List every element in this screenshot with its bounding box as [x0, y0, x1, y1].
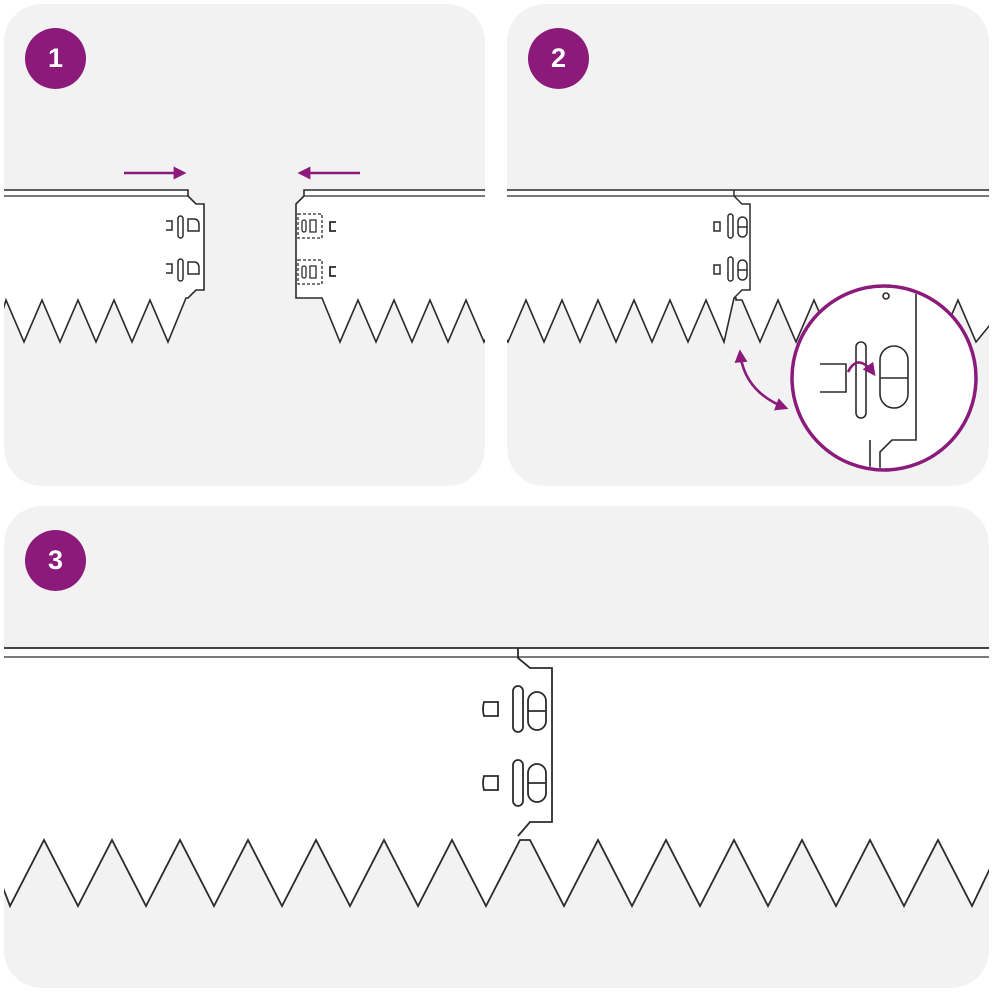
- rotate-arrow-icon: [734, 349, 789, 411]
- step-1-drawing: [4, 166, 485, 345]
- right-edging-strip: [295, 189, 485, 345]
- left-edging-strip: [4, 189, 205, 345]
- curved-arrow-icon: [846, 361, 876, 377]
- step-1-badge: 1: [25, 28, 86, 89]
- step-3-badge: 3: [25, 530, 86, 591]
- locked-connector-slots: [713, 213, 748, 282]
- step-2-badge: 2: [528, 28, 589, 89]
- final-connector-slots: [482, 685, 547, 807]
- right-connector-tabs: [297, 213, 336, 285]
- magnifier-circle-icon: [790, 284, 978, 472]
- left-connector-slots: [166, 215, 200, 282]
- step-3-drawing: [4, 647, 989, 909]
- assembled-edging-strip: [4, 647, 989, 909]
